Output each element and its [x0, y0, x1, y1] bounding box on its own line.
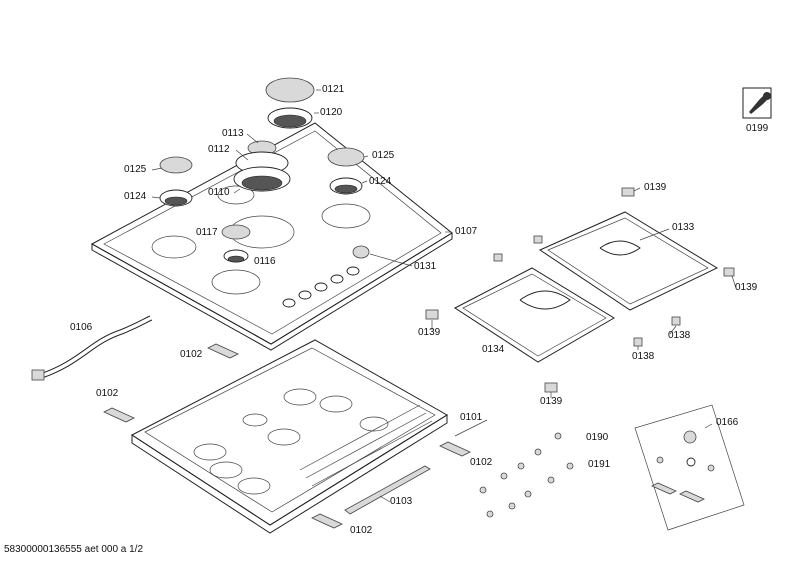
label-0102-left: 0102 — [96, 388, 119, 399]
pan-supports — [454, 211, 719, 363]
label-0139-top: 0139 — [644, 182, 667, 193]
seal-strip — [344, 465, 431, 515]
label-0166: 0166 — [716, 417, 739, 428]
label-0101: 0101 — [460, 412, 483, 423]
label-0102-bottom: 0102 — [350, 525, 373, 536]
label-0106: 0106 — [70, 322, 93, 333]
wrench-icon — [742, 87, 772, 119]
label-0190: 0190 — [586, 432, 609, 443]
label-0116: 0116 — [254, 256, 276, 267]
clips — [425, 187, 735, 393]
label-0102-right: 0102 — [470, 457, 493, 468]
label-0191: 0191 — [588, 459, 611, 470]
label-0138-right: 0138 — [668, 330, 691, 341]
brackets — [103, 343, 471, 529]
label-0107: 0107 — [455, 226, 478, 237]
label-0138-left: 0138 — [632, 351, 655, 362]
leader-lines — [151, 89, 737, 503]
label-0124-right: 0124 — [369, 176, 392, 187]
label-0134: 0134 — [482, 344, 505, 355]
cable — [31, 315, 153, 381]
label-0102-top: 0102 — [180, 349, 203, 360]
label-0124-left: 0124 — [124, 191, 147, 202]
label-0139-right: 0139 — [735, 282, 758, 293]
label-0139-bottom: 0139 — [540, 396, 563, 407]
label-0133: 0133 — [672, 222, 695, 233]
document-reference-footer: 58300000136555 aet 000 a 1/2 — [4, 544, 144, 555]
label-0110: 0110 — [208, 187, 230, 198]
label-0199: 0199 — [746, 123, 769, 134]
label-0139-left: 0139 — [418, 327, 441, 338]
conversion-kit — [634, 404, 745, 531]
base-pan — [131, 339, 448, 534]
label-0103: 0103 — [390, 496, 413, 507]
label-0112: 0112 — [208, 144, 230, 155]
burner-parts — [159, 77, 365, 263]
label-0125-right: 0125 — [372, 150, 395, 161]
label-0125-left: 0125 — [124, 164, 147, 175]
label-0117: 0117 — [196, 227, 218, 238]
label-0131: 0131 — [414, 261, 437, 272]
label-0121: 0121 — [322, 84, 345, 95]
screws — [479, 432, 574, 518]
label-0113: 0113 — [222, 128, 244, 139]
label-0120: 0120 — [320, 107, 343, 118]
